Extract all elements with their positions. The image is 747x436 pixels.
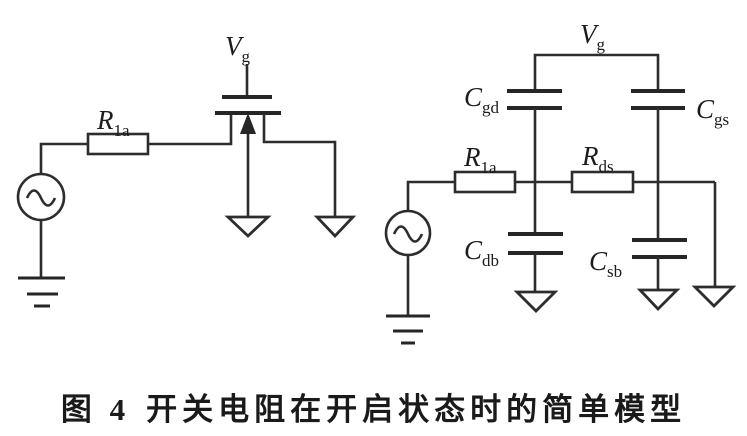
label-csb: Csb — [589, 246, 622, 281]
ground-triangle-csb — [636, 288, 681, 312]
ground-triangle-cdb — [513, 290, 559, 313]
label-r1a-left: R1a — [96, 105, 130, 140]
ac-source-right — [384, 180, 455, 345]
ground-symbol-right — [386, 314, 430, 345]
left-circuit: R1a Vg — [16, 31, 357, 308]
label-rds: Rds — [581, 141, 614, 176]
gate-top-wire — [533, 53, 660, 90]
ground-symbol-left — [18, 276, 65, 308]
capacitor-csb — [632, 238, 687, 259]
capacitor-cgs — [631, 89, 685, 110]
label-cgs: Cgs — [696, 94, 729, 129]
label-vg-left: Vg — [225, 31, 251, 66]
ac-source-left — [16, 142, 88, 308]
figure-title: 开关电阻在开启状态时的简单模型 — [146, 392, 687, 427]
resistor-rds — [570, 170, 635, 194]
capacitor-cdb — [508, 232, 563, 255]
right-circuit: Vg Cgd Cgs R1a Rds Cdb Csb — [384, 19, 737, 345]
body-arrow-icon — [240, 113, 256, 134]
ground-triangle-right — [691, 285, 737, 308]
wire-source-to-resistor — [406, 180, 455, 211]
source-leg — [262, 114, 337, 217]
sine-wave-icon — [392, 225, 424, 243]
ground-triangle-source — [313, 215, 357, 239]
schematic-canvas: R1a Vg — [16, 19, 737, 345]
figure-caption: 图 4 开关电阻在开启状态时的简单模型 — [0, 384, 747, 429]
mosfet — [215, 64, 337, 217]
capacitor-cgd — [507, 89, 562, 110]
label-r1a-right: R1a — [463, 142, 497, 177]
figure-number: 图 4 — [60, 392, 131, 427]
label-vg-right: Vg — [580, 19, 606, 54]
ground-triangle-body — [224, 215, 272, 238]
label-cdb: Cdb — [464, 235, 499, 270]
resistor-r1a-right — [453, 170, 517, 194]
wire-source-to-resistor — [39, 142, 88, 174]
sine-wave-icon — [25, 189, 57, 207]
label-cgd: Cgd — [464, 82, 500, 117]
wire-resistor-to-mosfet — [148, 114, 233, 146]
